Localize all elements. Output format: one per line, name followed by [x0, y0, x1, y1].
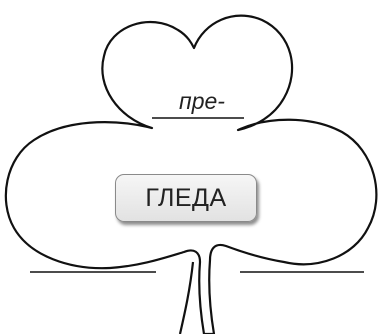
shamrock-stem	[180, 262, 193, 334]
top-leaf-prefix: пре-	[160, 88, 244, 115]
word-root-box: ГЛЕДА	[115, 174, 257, 222]
